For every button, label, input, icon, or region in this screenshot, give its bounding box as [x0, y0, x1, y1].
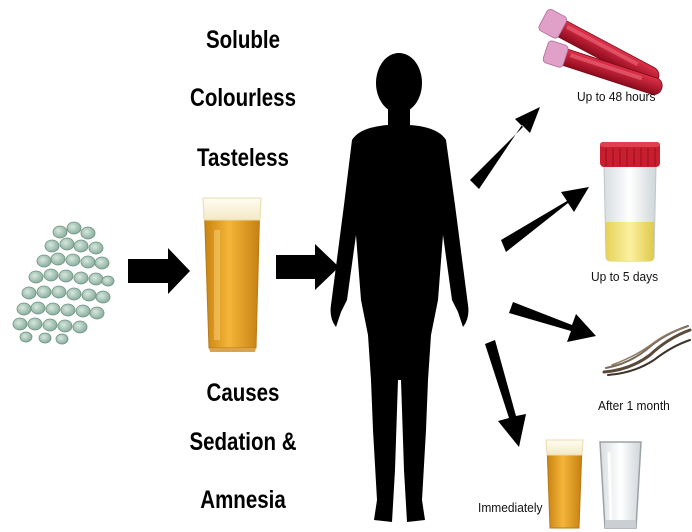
human-silhouette-icon	[331, 53, 469, 522]
label-hair-window: After 1 month	[598, 398, 670, 413]
arrow-pills-to-drink	[128, 248, 190, 294]
hair-strand-icon	[604, 326, 690, 375]
effect-amnesia: Amnesia	[190, 486, 297, 515]
empty-glass-icon	[600, 442, 641, 528]
label-urine-window: Up to 5 days	[591, 269, 658, 284]
urine-cup-icon	[600, 142, 660, 261]
property-colourless: Colourless	[186, 84, 301, 113]
small-beer-glass-icon	[546, 440, 583, 528]
arrow-to-hair	[509, 302, 596, 342]
pills-icon	[13, 222, 114, 344]
arrow-to-drink-test	[485, 340, 526, 447]
effect-causes: Causes	[194, 379, 292, 408]
arrow-to-urine	[501, 187, 589, 252]
effect-sedation: Sedation &	[186, 428, 301, 457]
arrow-drink-to-body	[276, 244, 339, 290]
label-blood-window: Up to 48 hours	[577, 89, 655, 104]
label-drink-window: Immediately	[478, 500, 542, 515]
arrow-to-blood	[470, 107, 540, 189]
beer-glass-icon	[203, 198, 261, 352]
blood-tubes-icon	[537, 8, 665, 99]
property-soluble: Soluble	[194, 26, 292, 55]
property-tasteless: Tasteless	[190, 144, 297, 173]
